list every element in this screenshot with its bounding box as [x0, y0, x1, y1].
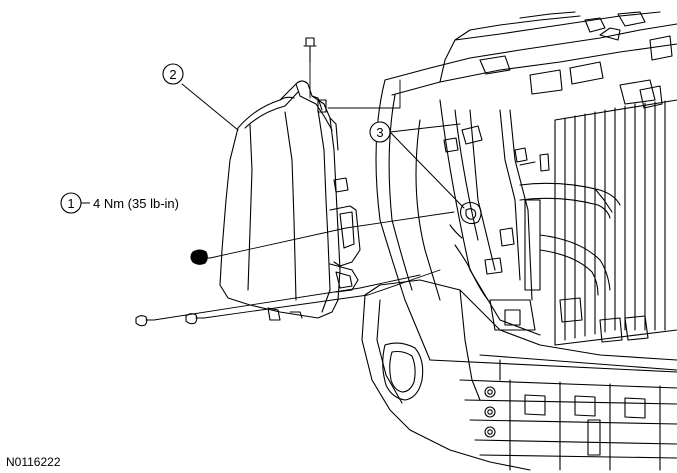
vehicle-front-structure [361, 11, 677, 471]
callout-leaders [181, 83, 465, 209]
callout-2-number: 2 [169, 67, 176, 82]
callout-2-circle [162, 63, 184, 85]
figure-id: N0116222 [6, 455, 61, 469]
installation-lines [153, 61, 455, 321]
callout-3-circle [369, 121, 391, 143]
callout-3: 3 [369, 121, 391, 143]
callout-1-number: 1 [67, 196, 74, 211]
callout-3-number: 3 [376, 125, 383, 140]
callout-2: 2 [162, 63, 184, 85]
fasteners [135, 37, 317, 327]
callout-1: 1 4 Nm (35 lb-in) [60, 192, 179, 214]
headlamp-assembly [219, 80, 361, 321]
callout-1-torque-label: 4 Nm (35 lb-in) [93, 196, 179, 211]
